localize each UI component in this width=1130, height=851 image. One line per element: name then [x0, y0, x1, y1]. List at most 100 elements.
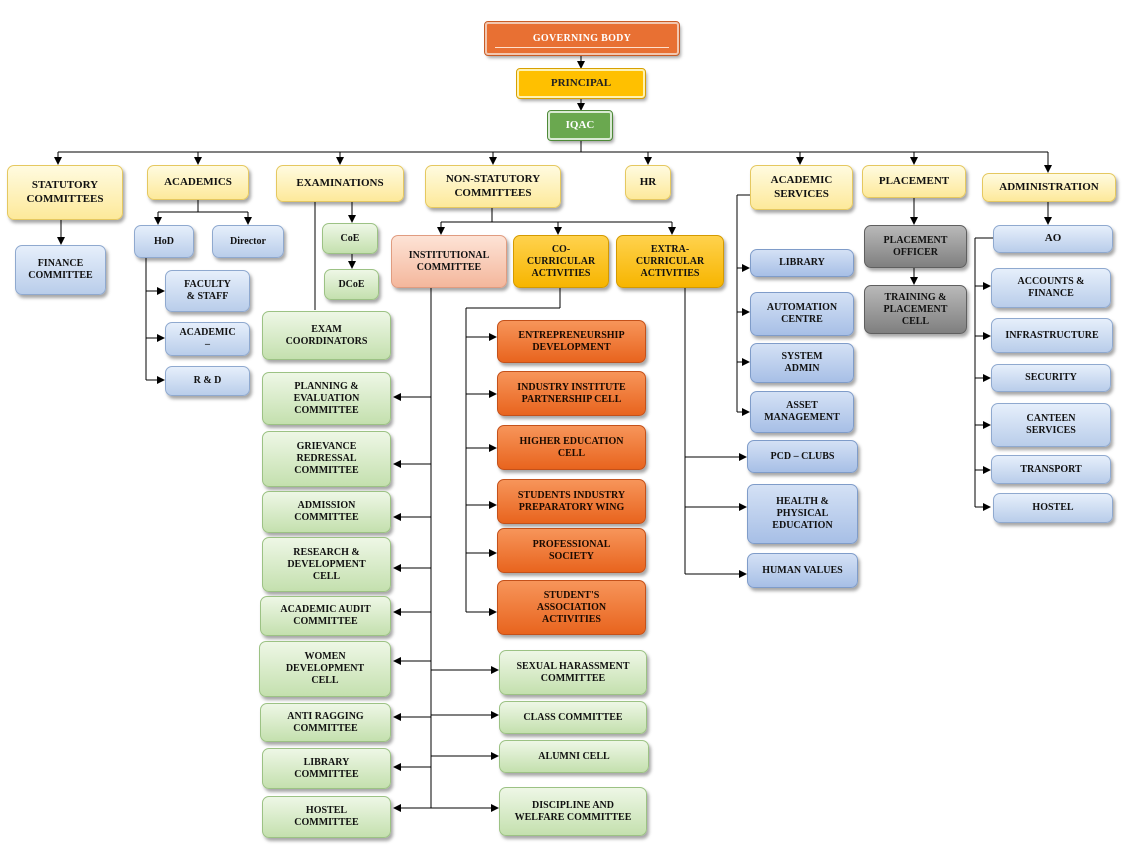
list-item-label: ADMISSION COMMITTEE	[294, 500, 359, 523]
list-item-label: LIBRARY COMMITTEE	[294, 756, 359, 780]
research-development-cell-box: RESEARCH & DEVELOPMENT CELL	[262, 537, 391, 592]
academics-label: ACADEMICS	[164, 175, 232, 188]
academics-box: ACADEMICS	[147, 165, 249, 200]
list-item-label: ANTI RAGGING COMMITTEE	[287, 710, 364, 734]
discipline-welfare-committee-box: DISCIPLINE AND WELFARE COMMITTEE	[499, 787, 647, 836]
academic-services-label: ACADEMIC SERVICES	[770, 174, 833, 200]
coe-box: CoE	[322, 223, 378, 254]
library-box: LIBRARY	[750, 249, 854, 277]
system-admin-box: SYSTEM ADMIN	[750, 343, 854, 383]
list-item-label: GRIEVANCE REDRESSAL COMMITTEE	[294, 441, 359, 476]
dcoe-box: DCoE	[324, 269, 379, 300]
co-curricular-box: CO- CURRICULAR ACTIVITIES	[513, 235, 609, 288]
list-item-label: CLASS COMMITTEE	[523, 711, 623, 723]
dcoe-label: DCoE	[338, 278, 365, 290]
training-placement-cell-label: TRAINING & PLACEMENT CELL	[883, 291, 948, 327]
women-development-cell-box: WOMEN DEVELOPMENT CELL	[259, 641, 391, 697]
list-item-label: ACCOUNTS & FINANCE	[1017, 276, 1085, 299]
list-item-label: PLANNING & EVALUATION COMMITTEE	[293, 380, 360, 416]
list-item-label: AUTOMATION CENTRE	[766, 302, 838, 325]
faculty-staff-label: FACULTY & STAFF	[184, 279, 231, 302]
hostel-committee-box: HOSTEL COMMITTEE	[262, 796, 391, 838]
ao-box: AO	[993, 225, 1113, 253]
list-item-label: SEXUAL HARASSMENT COMMITTEE	[516, 660, 630, 684]
placement-officer-box: PLACEMENT OFFICER	[864, 225, 967, 268]
students-association-box: STUDENT'S ASSOCIATION ACTIVITIES	[497, 580, 646, 635]
academic-audit-committee-box: ACADEMIC AUDIT COMMITTEE	[260, 596, 391, 636]
rd-label: R & D	[193, 375, 222, 386]
list-item-label: WOMEN DEVELOPMENT CELL	[285, 651, 365, 686]
exam-coordinators-box: EXAM COORDINATORS	[262, 311, 391, 360]
higher-education-cell-box: HIGHER EDUCATION CELL	[497, 425, 646, 470]
list-item-label: HEALTH & PHYSICAL EDUCATION	[772, 496, 833, 531]
statutory-committees-label: STATUTORY COMMITTEES	[26, 179, 104, 205]
automation-centre-box: AUTOMATION CENTRE	[750, 292, 854, 336]
canteen-services-box: CANTEEN SERVICES	[991, 403, 1111, 447]
planning-evaluation-committee-box: PLANNING & EVALUATION COMMITTEE	[262, 372, 391, 425]
director-box: Director	[212, 225, 284, 258]
institutional-committee-label: INSTITUTIONAL COMMITTEE	[408, 249, 490, 273]
governing-body-label: GOVERNING BODY	[532, 32, 632, 44]
academic-label: ACADEMIC –	[179, 327, 236, 350]
placement-box: PLACEMENT	[862, 165, 966, 198]
anti-ragging-committee-box: ANTI RAGGING COMMITTEE	[260, 703, 391, 742]
finance-committee-box: FINANCE COMMITTEE	[15, 245, 106, 295]
alumni-cell-box: ALUMNI CELL	[499, 740, 649, 773]
list-item-label: PCD – CLUBS	[770, 450, 835, 462]
accounts-finance-box: ACCOUNTS & FINANCE	[991, 268, 1111, 308]
non-statutory-committees-label: NON-STATUTORY COMMITTEES	[445, 173, 541, 199]
examinations-label: EXAMINATIONS	[296, 176, 384, 189]
transport-box: TRANSPORT	[991, 455, 1111, 484]
pcd-clubs-box: PCD – CLUBS	[747, 440, 858, 473]
list-item-label: LIBRARY	[779, 257, 825, 268]
class-committee-box: CLASS COMMITTEE	[499, 701, 647, 734]
training-placement-cell-box: TRAINING & PLACEMENT CELL	[864, 285, 967, 334]
list-item-label: SYSTEM ADMIN	[781, 351, 823, 374]
list-item-label: ACADEMIC AUDIT COMMITTEE	[280, 604, 371, 627]
coe-label: CoE	[340, 232, 360, 244]
list-item-label: ASSET MANAGEMENT	[764, 400, 840, 423]
security-box: SECURITY	[991, 364, 1111, 392]
hr-box: HR	[625, 165, 671, 200]
hr-label: HR	[639, 175, 657, 188]
students-industry-preparatory-box: STUDENTS INDUSTRY PREPARATORY WING	[497, 479, 646, 524]
list-item-label: HOSTEL COMMITTEE	[294, 805, 359, 828]
extra-curricular-label: EXTRA- CURRICULAR ACTIVITIES	[635, 243, 705, 279]
rd-box: R & D	[165, 366, 250, 396]
list-item-label: INFRASTRUCTURE	[1005, 329, 1099, 341]
iqac-box: IQAC	[547, 110, 613, 141]
list-item-label: ENTREPRENEURSHIP DEVELOPMENT	[518, 329, 625, 353]
health-physical-education-box: HEALTH & PHYSICAL EDUCATION	[747, 484, 858, 544]
sexual-harassment-committee-box: SEXUAL HARASSMENT COMMITTEE	[499, 650, 647, 695]
professional-society-box: PROFESSIONAL SOCIETY	[497, 528, 646, 573]
iqac-label: IQAC	[565, 118, 595, 131]
list-item-label: HOSTEL	[1032, 502, 1074, 513]
director-label: Director	[230, 235, 266, 247]
ao-label: AO	[1044, 232, 1062, 245]
list-item-label: PROFESSIONAL SOCIETY	[532, 538, 611, 562]
hostel-box: HOSTEL	[993, 493, 1113, 523]
exam-coordinators-label: EXAM COORDINATORS	[285, 323, 368, 347]
principal-label: PRINCIPAL	[550, 76, 612, 89]
infrastructure-box: INFRASTRUCTURE	[991, 318, 1113, 353]
list-item-label: SECURITY	[1025, 372, 1077, 383]
finance-committee-label: FINANCE COMMITTEE	[28, 258, 93, 281]
list-item-label: CANTEEN SERVICES	[1026, 413, 1076, 436]
faculty-staff-box: FACULTY & STAFF	[165, 270, 250, 312]
co-curricular-label: CO- CURRICULAR ACTIVITIES	[526, 243, 596, 279]
list-item-label: HUMAN VALUES	[762, 564, 843, 576]
list-item-label: TRANSPORT	[1020, 463, 1082, 475]
list-item-label: HIGHER EDUCATION CELL	[519, 435, 624, 459]
list-item-label: STUDENT'S ASSOCIATION ACTIVITIES	[536, 589, 607, 625]
list-item-label: STUDENTS INDUSTRY PREPARATORY WING	[517, 489, 626, 513]
grievance-redressal-committee-box: GRIEVANCE REDRESSAL COMMITTEE	[262, 431, 391, 487]
institutional-committee-box: INSTITUTIONAL COMMITTEE	[391, 235, 507, 288]
academic-services-box: ACADEMIC SERVICES	[750, 165, 853, 210]
placement-officer-label: PLACEMENT OFFICER	[883, 234, 948, 258]
asset-management-box: ASSET MANAGEMENT	[750, 391, 854, 433]
list-item-label: RESEARCH & DEVELOPMENT CELL	[287, 546, 366, 582]
hod-label: HoD	[154, 235, 174, 247]
academic-box: ACADEMIC –	[165, 322, 250, 356]
